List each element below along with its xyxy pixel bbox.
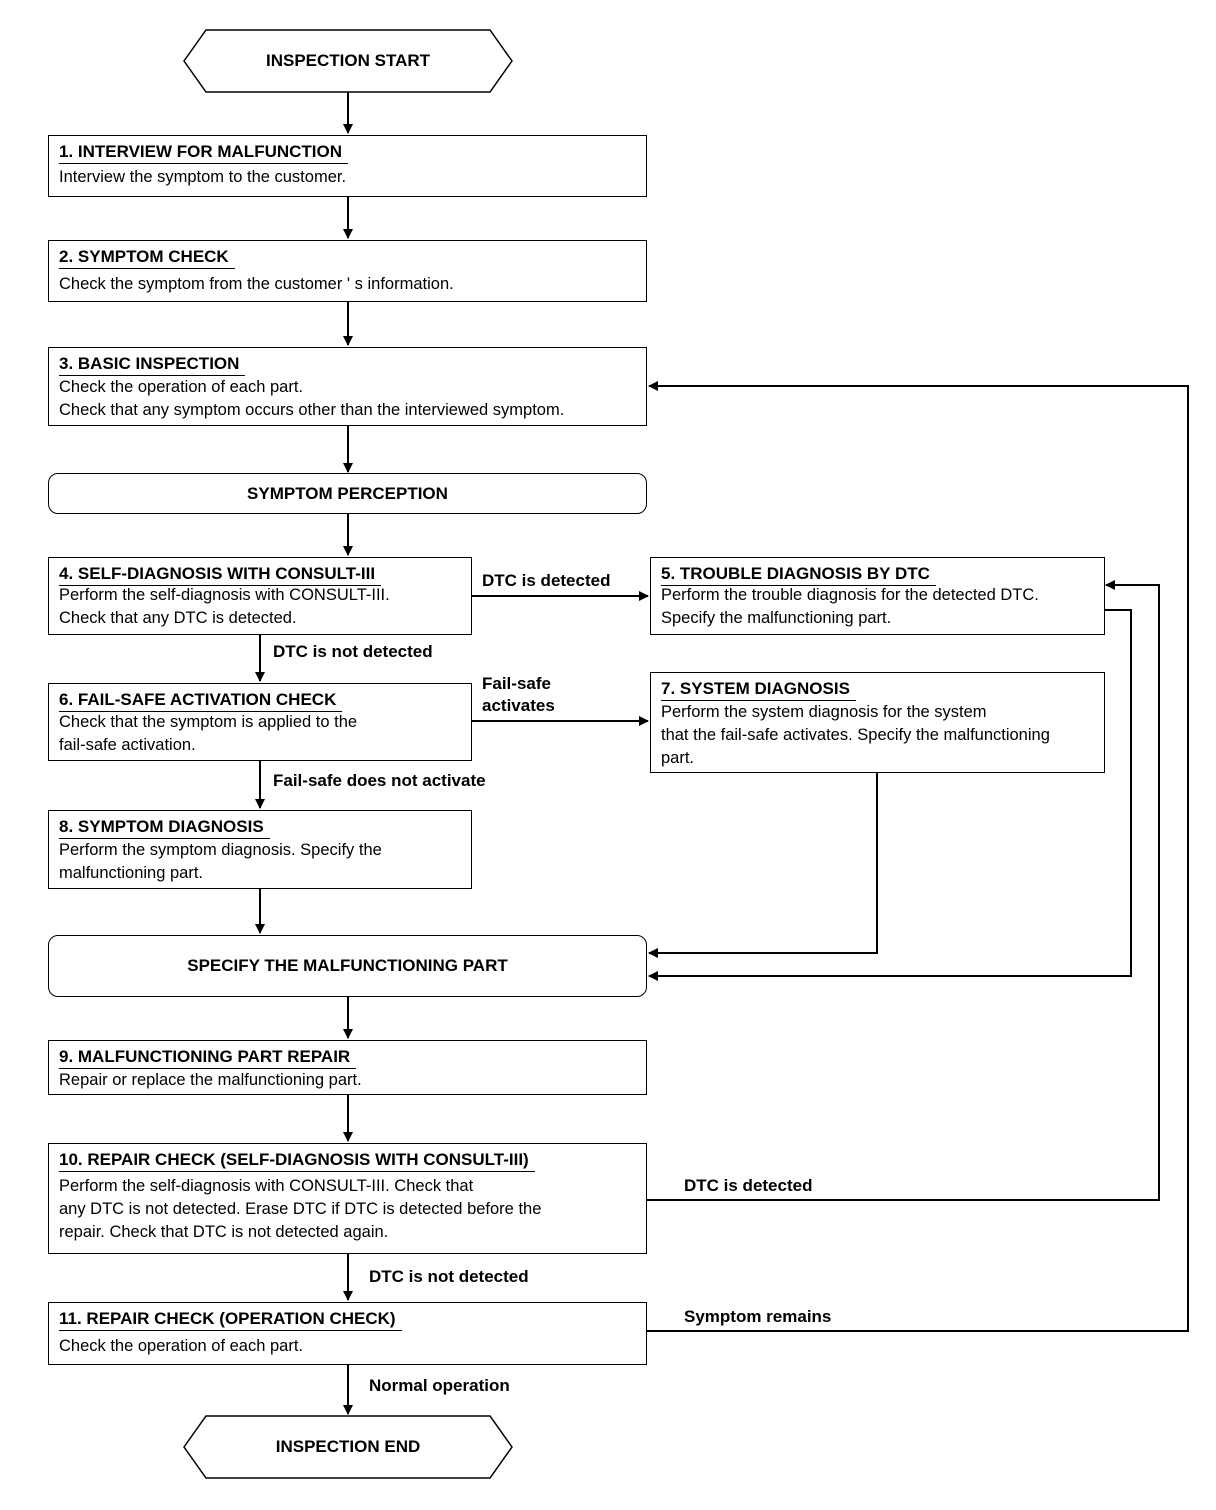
label-dtc-not-detected-4: DTC is not detected [273, 642, 433, 661]
inspection-start: INSPECTION START [265, 51, 431, 70]
step-10-body: Perform the self-diagnosis with CONSULT-… [59, 1175, 541, 1244]
step-6-title: 6. FAIL-SAFE ACTIVATION CHECK [59, 690, 343, 712]
inspection-end: INSPECTION END [275, 1437, 421, 1456]
step-9-box: 9. MALFUNCTIONING PART REPAIR Repair or … [48, 1040, 647, 1095]
step-8-box: 8. SYMPTOM DIAGNOSIS Perform the symptom… [48, 810, 472, 889]
step-4-box: 4. SELF-DIAGNOSIS WITH CONSULT-III Perfo… [48, 557, 472, 635]
arrow-10-to-5 [647, 580, 1160, 1201]
label-failsafe-activates-line1: Fail-safe [482, 674, 551, 693]
step-7-body: Perform the system diagnosis for the sys… [661, 701, 1050, 770]
step-11-box: 11. REPAIR CHECK (OPERATION CHECK) Check… [48, 1302, 647, 1365]
step-3-line: Check the operation of each part. [59, 378, 303, 396]
step-8-body: Perform the symptom diagnosis. Specify t… [59, 839, 382, 885]
step-10-line: repair. Check that DTC is not detected a… [59, 1223, 389, 1241]
step-2-line: Check the symptom from the customer ' s … [59, 275, 454, 293]
step-11-title: 11. REPAIR CHECK (OPERATION CHECK) [59, 1309, 402, 1331]
step-2-box: 2. SYMPTOM CHECK Check the symptom from … [48, 240, 647, 302]
step-9-line: Repair or replace the malfunctioning par… [59, 1071, 362, 1089]
step-6-body: Check that the symptom is applied to the… [59, 711, 357, 757]
label-dtc-detected-10: DTC is detected [684, 1176, 813, 1195]
step-2-title: 2. SYMPTOM CHECK [59, 247, 235, 269]
step-6-line: fail-safe activation. [59, 736, 196, 754]
label-failsafe-not-activate: Fail-safe does not activate [273, 771, 486, 790]
step-4-title: 4. SELF-DIAGNOSIS WITH CONSULT-III [59, 564, 382, 586]
specify-malfunctioning-part: SPECIFY THE MALFUNCTIONING PART [48, 935, 647, 997]
label-dtc-not-detected-10: DTC is not detected [369, 1267, 529, 1286]
step-10-title: 10. REPAIR CHECK (SELF-DIAGNOSIS WITH CO… [59, 1150, 535, 1172]
end-terminal-shape [183, 1415, 513, 1479]
step-6-box: 6. FAIL-SAFE ACTIVATION CHECK Check that… [48, 683, 472, 761]
step-3-body: Check the operation of each part. Check … [59, 376, 564, 422]
label-symptom-remains: Symptom remains [684, 1307, 832, 1326]
step-11-body: Check the operation of each part. [59, 1335, 303, 1358]
step-8-line: Perform the symptom diagnosis. Specify t… [59, 841, 382, 859]
step-10-line: any DTC is not detected. Erase DTC if DT… [59, 1200, 542, 1218]
symptom-perception: SYMPTOM PERCEPTION [48, 473, 647, 514]
step-7-line: Perform the system diagnosis for the sys… [661, 703, 987, 721]
step-10-box: 10. REPAIR CHECK (SELF-DIAGNOSIS WITH CO… [48, 1143, 647, 1254]
step-9-title: 9. MALFUNCTIONING PART REPAIR [59, 1047, 357, 1069]
step-4-body: Perform the self-diagnosis with CONSULT-… [59, 584, 390, 630]
arrow-5-to-specify [648, 609, 1132, 981]
step-1-title: 1. INTERVIEW FOR MALFUNCTION [59, 142, 349, 164]
step-3-box: 3. BASIC INSPECTION Check the operation … [48, 347, 647, 426]
step-7-box: 7. SYSTEM DIAGNOSIS Perform the system d… [650, 672, 1105, 773]
step-4-line: Check that any DTC is detected. [59, 609, 297, 627]
label-normal-operation: Normal operation [369, 1376, 510, 1395]
step-3-title: 3. BASIC INSPECTION [59, 354, 246, 376]
label-dtc-detected-4: DTC is detected [482, 571, 611, 590]
step-4-line: Perform the self-diagnosis with CONSULT-… [59, 586, 390, 604]
arrow-11-to-3 [647, 381, 1189, 1332]
step-7-line: part. [661, 749, 695, 767]
label-failsafe-activates-line2: activates [482, 696, 555, 715]
start-terminal-shape [183, 29, 513, 93]
step-1-line: Interview the symptom to the customer. [59, 168, 347, 186]
step-2-body: Check the symptom from the customer ' s … [59, 273, 454, 296]
step-9-body: Repair or replace the malfunctioning par… [59, 1069, 362, 1092]
step-8-line: malfunctioning part. [59, 864, 203, 882]
step-5-box: 5. TROUBLE DIAGNOSIS BY DTC Perform the … [650, 557, 1105, 635]
step-5-line: Perform the trouble diagnosis for the de… [661, 586, 1039, 604]
step-1-body: Interview the symptom to the customer. [59, 166, 346, 189]
step-8-title: 8. SYMPTOM DIAGNOSIS [59, 817, 270, 839]
step-6-line: Check that the symptom is applied to the [59, 713, 358, 731]
step-1-box: 1. INTERVIEW FOR MALFUNCTION Interview t… [48, 135, 647, 197]
step-10-line: Perform the self-diagnosis with CONSULT-… [59, 1177, 474, 1195]
step-5-line: Specify the malfunctioning part. [661, 609, 892, 627]
step-7-title: 7. SYSTEM DIAGNOSIS [661, 679, 856, 701]
step-7-line: that the fail-safe activates. Specify th… [661, 726, 1050, 744]
step-3-line: Check that any symptom occurs other than… [59, 401, 565, 419]
step-5-body: Perform the trouble diagnosis for the de… [661, 584, 1039, 630]
arrow-7-to-specify [648, 772, 878, 958]
step-5-title: 5. TROUBLE DIAGNOSIS BY DTC [661, 564, 936, 586]
step-11-line: Check the operation of each part. [59, 1337, 303, 1355]
